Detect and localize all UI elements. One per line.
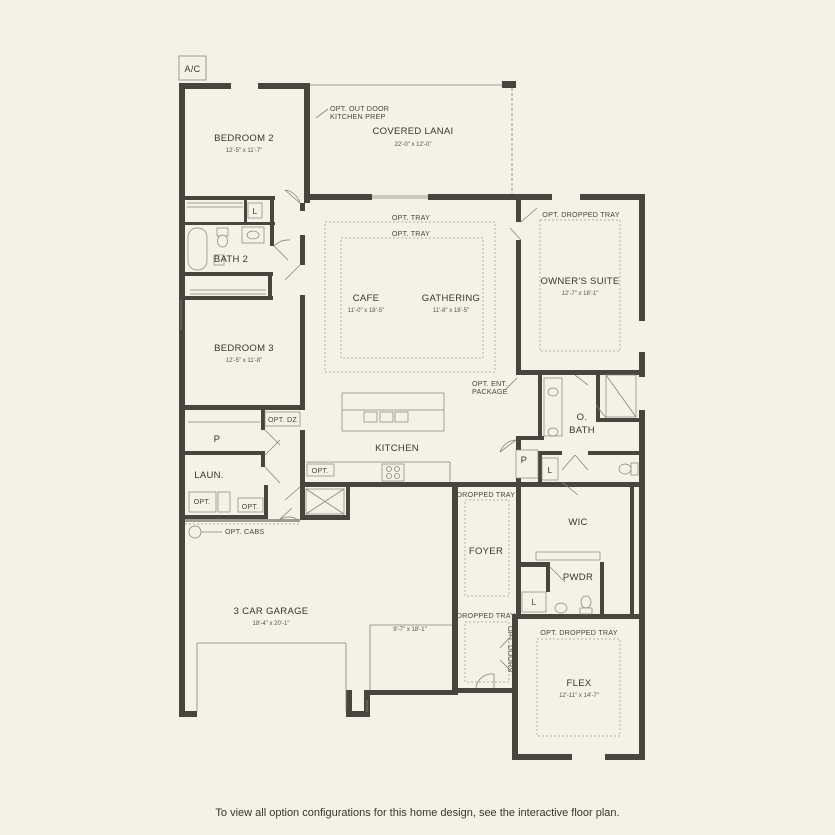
exterior-walls	[179, 81, 645, 760]
opt-tray-inner-label: OPT. TRAY	[392, 229, 430, 238]
opt-outdoor-kitchen-line2: KITCHEN PREP	[330, 112, 386, 121]
o-bath-label-line2: BATH	[569, 425, 595, 436]
laundry-label: LAUN.	[194, 470, 223, 481]
gathering-dim: 11'-8" x 18'-5"	[433, 308, 469, 314]
bath2-label: BATH 2	[214, 254, 248, 265]
opt-laun2-label: OPT.	[242, 502, 259, 511]
linen3-label: L	[532, 598, 537, 607]
opt-cabs-label: OPT. CABS	[225, 527, 264, 536]
kitchen-label: KITCHEN	[375, 443, 419, 454]
ac-pad	[178, 55, 207, 81]
opt-dropped-tray-flex-label: OPT. DROPPED TRAY	[540, 628, 617, 637]
pantry2-label: P	[521, 455, 528, 466]
opt-dropped-tray-flex	[536, 638, 621, 737]
o-bath-label-line1: O.	[577, 412, 588, 423]
foyer-label: FOYER	[469, 546, 503, 557]
interior-walls	[185, 196, 645, 619]
linen1-label: L	[253, 207, 258, 216]
dropped-tray-foyer2-label: DROPPED TRAY	[457, 611, 515, 620]
pantry-label: P	[214, 434, 221, 445]
cafe-dim: 11'-0" x 18'-5"	[348, 308, 384, 314]
ac-label: A/C	[185, 64, 201, 74]
dropped-tray-foyer2	[464, 621, 510, 683]
owners-suite-dim: 12'-7" x 18'-1"	[562, 291, 599, 297]
owners-suite-label: OWNER'S SUITE	[540, 276, 619, 287]
opt-dropped-tray-owner-label: OPT. DROPPED TRAY	[542, 210, 619, 219]
bedroom3-dim: 12'-5" x 11'-8"	[226, 358, 262, 364]
garage-dim2: 9'-7" x 18'-1"	[393, 627, 427, 633]
opt-ent-package-line1: OPT. ENT.	[472, 379, 507, 388]
garage-label: 3 CAR GARAGE	[234, 606, 309, 617]
opt-tray-outer	[324, 221, 496, 373]
opt-dz-label: OPT. DZ	[268, 415, 297, 424]
opt-outdoor-kitchen-line1: OPT. OUT DOOR	[330, 104, 389, 113]
garage-dim: 18'-4" x 20'-1"	[253, 621, 290, 627]
wic-label: WIC	[568, 517, 587, 528]
covered-lanai	[310, 84, 513, 199]
dropped-tray-foyer	[464, 499, 510, 597]
bedroom3-label: BEDROOM 3	[214, 343, 274, 354]
opt-laun1-label: OPT.	[194, 497, 211, 506]
bedroom2-dim: 12'-5" x 11'-7"	[226, 148, 262, 154]
opt-tray-outer-label: OPT. TRAY	[392, 213, 430, 222]
pwdr-label: PWDR	[563, 572, 593, 583]
flex-label: FLEX	[567, 678, 592, 689]
covered-lanai-label: COVERED LANAI	[373, 126, 454, 137]
opt-dropped-tray-owner	[539, 219, 621, 352]
cafe-label: CAFE	[353, 293, 380, 304]
opt-doors-label: OPT. DOORS	[506, 626, 515, 672]
opt-tray-inner	[340, 237, 484, 359]
opt-kitchen-label: OPT.	[312, 466, 329, 475]
covered-lanai-dim: 22'-0" x 12'-0"	[395, 142, 432, 148]
gathering-label: GATHERING	[422, 293, 480, 304]
opt-ent-package-line2: PACKAGE	[472, 387, 508, 396]
bedroom2-label: BEDROOM 2	[214, 133, 274, 144]
footer-note: To view all option configurations for th…	[215, 807, 620, 819]
dropped-tray-foyer-label: DROPPED TRAY	[457, 490, 515, 499]
opt-outdoor-kitchen-leader	[315, 108, 329, 119]
flex-dim: 12'-11" x 14'-7"	[559, 693, 599, 699]
linen2-label: L	[548, 466, 553, 475]
